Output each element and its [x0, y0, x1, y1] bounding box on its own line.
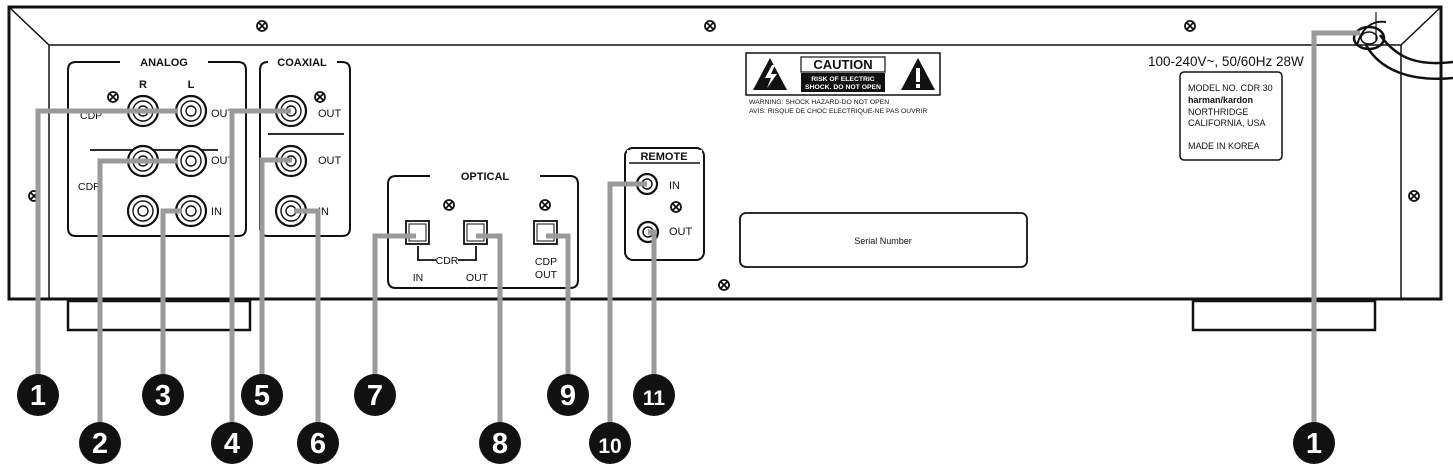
callout-marker: 7	[354, 374, 396, 416]
brand-name: harman/kardon	[1188, 95, 1253, 105]
optical-cdr-label: CDR	[436, 255, 459, 267]
power-rating: 100-240V~, 50/60Hz 28W	[1148, 54, 1304, 69]
analog-r-label: R	[139, 79, 147, 91]
manufacturer-state: CALIFORNIA, USA	[1188, 118, 1266, 128]
analog-out2-label: OUT	[211, 155, 235, 167]
callout-number: 8	[492, 428, 508, 460]
callout-marker: 1	[1293, 422, 1335, 464]
optical-title: OPTICAL	[461, 171, 510, 183]
screw-icon	[1184, 20, 1196, 32]
coaxial-section: COAXIAL OUT OUT IN	[259, 57, 351, 237]
coaxial-out2-label: OUT	[318, 155, 342, 167]
callout-marker: 9	[547, 374, 589, 416]
model-number: MODEL NO. CDR 30	[1188, 83, 1273, 93]
callout-number: 1	[30, 380, 46, 412]
chassis-feet	[66, 299, 1377, 332]
callout-number: 6	[310, 428, 326, 460]
analog-in-label: IN	[211, 206, 222, 218]
callout-marker: 5	[241, 374, 283, 416]
callout-number: 11	[643, 387, 666, 410]
analog-out1-label: OUT	[211, 108, 235, 120]
screw-icon	[1408, 190, 1420, 202]
callout-number: 4	[224, 428, 240, 460]
screw-icon	[718, 279, 730, 291]
callout-number: 9	[560, 380, 576, 412]
rca-jack	[274, 194, 308, 228]
callout-marker: 8	[479, 422, 521, 464]
optical-cdp-label: CDP	[535, 256, 557, 268]
rca-jack	[174, 194, 208, 228]
serial-label: Serial Number	[854, 236, 912, 246]
callout-number: 7	[367, 380, 383, 412]
warning-french: AVIS: RISQUE DE CHOC ELECTRIQUE-NE PAS O…	[749, 108, 927, 115]
optical-in-label: IN	[413, 272, 424, 284]
caution-line1: RISK OF ELECTRIC	[811, 76, 875, 83]
callout-marker: 10	[589, 422, 631, 464]
callout-marker: 2	[79, 422, 121, 464]
screw-icon	[670, 201, 682, 213]
leader-lines	[35, 30, 1360, 425]
caution-line2: SHOCK. DO NOT OPEN	[805, 84, 881, 91]
analog-title: ANALOG	[140, 57, 188, 69]
serial-number-plate: Serial Number	[739, 212, 1028, 268]
callout-marker: 1	[17, 374, 59, 416]
coaxial-in-label: IN	[318, 206, 329, 218]
callout-number: 2	[92, 428, 108, 460]
power-cord	[1352, 20, 1453, 80]
remote-in-label: IN	[669, 180, 680, 192]
callout-number: 5	[254, 380, 270, 412]
manufacturer-city: NORTHRIDGE	[1188, 107, 1248, 117]
callout-marker: 3	[142, 374, 184, 416]
analog-cdr-label: CDR	[78, 181, 101, 193]
screw-icon	[539, 199, 551, 211]
analog-section: ANALOG R L CDP CDR OUT OUT IN	[67, 57, 247, 237]
screw-icons	[28, 20, 1420, 291]
optical-section: OPTICAL CDR IN OUT CDP OUT	[387, 171, 579, 289]
rca-jack	[174, 94, 208, 128]
warning-english: WARNING: SHOCK HAZARD-DO NOT OPEN	[749, 99, 889, 106]
rca-jack	[126, 194, 160, 228]
country-of-origin: MADE IN KOREA	[1188, 141, 1260, 151]
model-label: MODEL NO. CDR 30 harman/kardon NORTHRIDG…	[1179, 71, 1283, 161]
remote-section: REMOTE IN OUT	[624, 147, 705, 261]
screw-icon	[443, 199, 455, 211]
remote-title: REMOTE	[640, 151, 687, 163]
chassis	[7, 5, 1443, 301]
callout-marker: 11	[633, 374, 675, 416]
callout-number: 1	[1306, 428, 1322, 460]
screw-icon	[107, 91, 119, 103]
remote-out-label: OUT	[669, 226, 693, 238]
optical-cdp-out-label: OUT	[535, 269, 558, 281]
callout-number: 10	[598, 435, 621, 458]
rca-jacks	[126, 94, 308, 228]
rca-jack	[174, 144, 208, 178]
screw-icon	[314, 91, 326, 103]
callout-marker: 4	[211, 422, 253, 464]
caution-label: CAUTION RISK OF ELECTRIC SHOCK. DO NOT O…	[745, 52, 941, 115]
screw-icon	[256, 20, 268, 32]
caution-title: CAUTION	[813, 57, 872, 72]
coaxial-title: COAXIAL	[277, 57, 327, 69]
analog-l-label: L	[188, 79, 195, 91]
callout-number: 3	[155, 380, 171, 412]
screw-icon	[704, 20, 716, 32]
callout-marker: 6	[297, 422, 339, 464]
optical-out-label: OUT	[466, 272, 489, 284]
coaxial-out1-label: OUT	[318, 108, 342, 120]
